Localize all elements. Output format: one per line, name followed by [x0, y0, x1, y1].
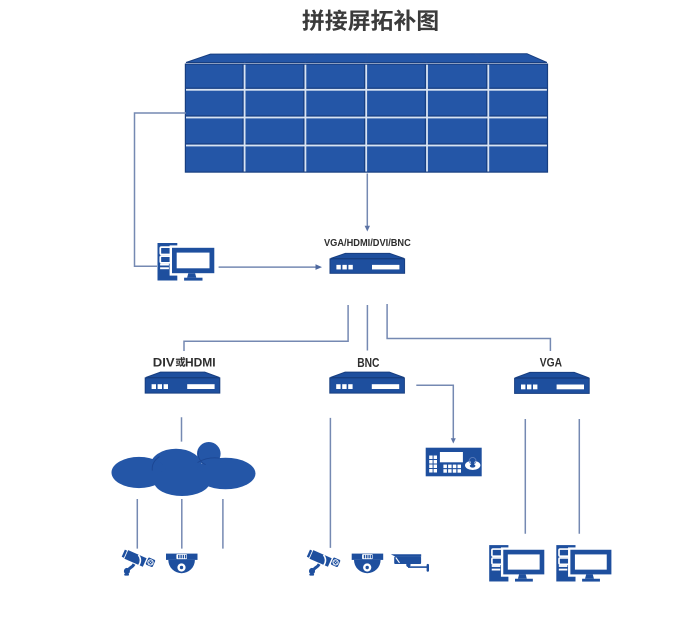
svg-text:VGA/HDMI/DVI/BNC: VGA/HDMI/DVI/BNC: [324, 238, 411, 249]
svg-text:DIV: DIV: [153, 355, 175, 369]
svg-text:BNC: BNC: [357, 356, 379, 370]
svg-text:VGA: VGA: [540, 356, 562, 370]
svg-text:HDMI: HDMI: [185, 355, 216, 369]
